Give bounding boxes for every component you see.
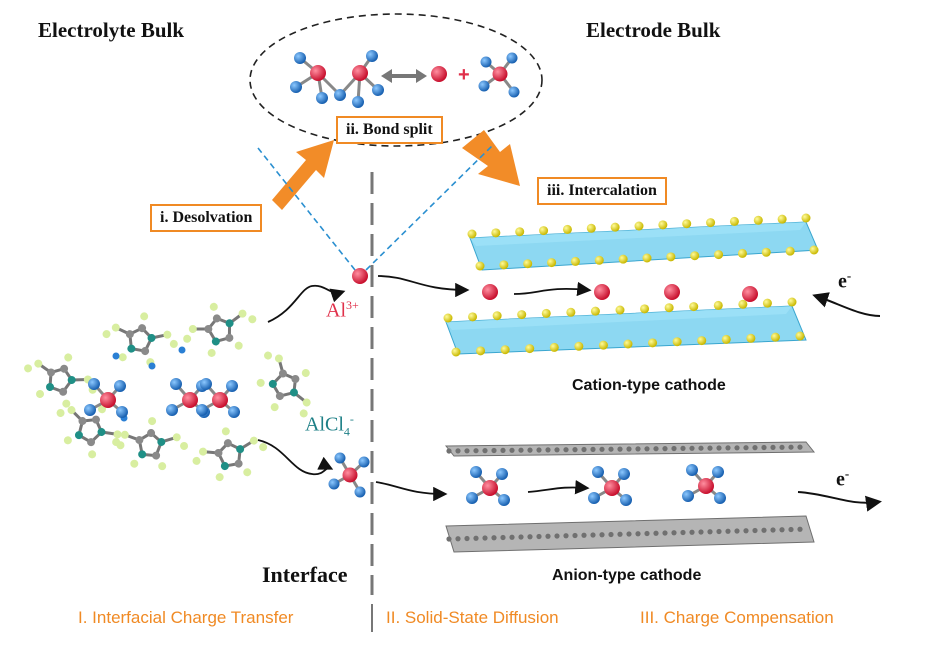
stage-2-label: II. Solid-State Diffusion	[386, 608, 559, 627]
stage-3-label: III. Charge Compensation	[640, 608, 834, 627]
sulfur-atoms-top	[467, 213, 819, 271]
al-ion-interface	[352, 268, 368, 284]
al2cl7-dimer	[290, 50, 384, 108]
electron-label-cation: e-	[838, 268, 852, 293]
alcl4-product	[478, 52, 520, 98]
equilibrium-arrow	[381, 69, 427, 83]
graphene-bottom-layer	[445, 515, 815, 553]
cation-cathode-bottom-layer	[445, 305, 807, 355]
intercalation-arrow	[462, 130, 520, 186]
al-ion-approach-arrow	[267, 284, 346, 323]
electrode-bulk-title: Electrode Bulk	[586, 18, 721, 42]
desolvation-arrow	[272, 140, 334, 210]
intercalated-al-ions	[482, 284, 758, 302]
alcl4-enter-arrow	[375, 481, 448, 502]
anion-cathode-caption: Anion-type cathode	[552, 567, 702, 584]
electrolyte-cluster	[24, 302, 311, 482]
al-ion-label: Al3+	[326, 298, 359, 322]
plus-sign: +	[458, 64, 470, 86]
al-ion-enter-arrow	[377, 275, 470, 298]
sulfur-atoms-bottom	[443, 297, 805, 357]
electron-arrow-cation	[812, 292, 881, 317]
cation-cathode-caption: Cation-type cathode	[572, 377, 726, 394]
al-ion-product	[431, 66, 447, 82]
desolvation-label: i. Desolvation	[150, 204, 263, 232]
zoom-line-left	[257, 147, 356, 271]
bond-split-label: ii. Bond split	[336, 116, 443, 144]
bond-split-ellipse	[249, 13, 543, 147]
graphene-top-layer	[444, 441, 816, 457]
intercalation-label: iii. Intercalation	[537, 177, 667, 205]
alcl4-approach-arrow	[257, 439, 334, 476]
intercalated-alcl4	[466, 464, 726, 506]
alcl4-ion-label: AlCl4-	[305, 412, 354, 439]
electron-arrow-anion	[797, 491, 882, 512]
electrolyte-bulk-title: Electrolyte Bulk	[38, 18, 185, 42]
al-diffusion-arrow	[513, 281, 592, 297]
alcl4-interface	[328, 452, 370, 498]
stage-1-label: I. Interfacial Charge Transfer	[78, 608, 294, 627]
interface-label: Interface	[262, 562, 348, 587]
alcl4-diffusion-arrow	[527, 479, 590, 495]
zoom-line-right	[365, 145, 493, 271]
electron-label-anion: e-	[836, 466, 850, 491]
